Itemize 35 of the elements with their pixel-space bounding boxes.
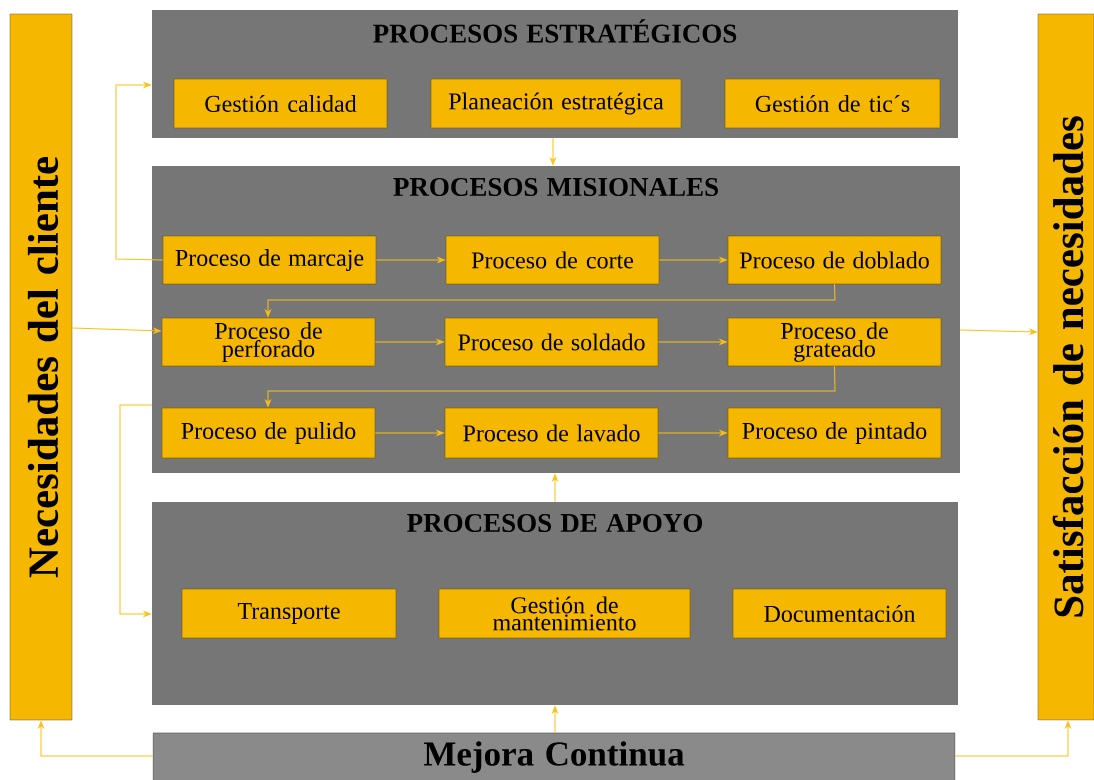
arrow — [71, 327, 161, 334]
process-box: Proceso de pintado — [727, 407, 942, 459]
arrow — [552, 474, 558, 503]
arrow — [954, 721, 1071, 757]
process-box: Planeación estratégica — [430, 78, 682, 129]
arrow — [657, 339, 727, 345]
arrow — [265, 283, 836, 317]
arrow — [119, 404, 153, 617]
process-box: Proceso de marcaje — [162, 235, 377, 285]
vertical-bar: Satisfacción de necesidades — [1037, 13, 1094, 721]
arrow — [38, 721, 154, 757]
process-box: Gestión de tic´s — [724, 78, 941, 129]
arrow — [657, 430, 727, 436]
footer-bar: Mejora Continua — [152, 732, 956, 780]
arrow — [658, 257, 727, 263]
process-box: Proceso de doblado — [727, 235, 942, 285]
arrow — [374, 339, 444, 345]
process-box: Proceso de grateado — [727, 317, 942, 367]
process-box: Proceso de soldado — [444, 317, 659, 367]
arrow — [552, 706, 558, 734]
arrow — [375, 257, 445, 263]
process-box: Proceso de perforado — [161, 317, 376, 367]
process-box: Gestión calidad — [173, 78, 388, 129]
process-box: Gestión de mantenimiento — [438, 588, 691, 639]
process-box: Proceso de corte — [445, 235, 660, 285]
process-box: Documentación — [732, 588, 947, 639]
arrow — [550, 137, 556, 165]
arrow — [959, 328, 1037, 335]
arrow — [265, 365, 836, 407]
arrow — [115, 82, 164, 261]
process-box: Proceso de lavado — [444, 407, 659, 459]
vertical-bar: Necesidades del cliente — [9, 13, 73, 721]
arrow — [374, 430, 444, 436]
process-box: Transporte — [181, 588, 397, 639]
process-box: Proceso de pulido — [161, 407, 376, 459]
